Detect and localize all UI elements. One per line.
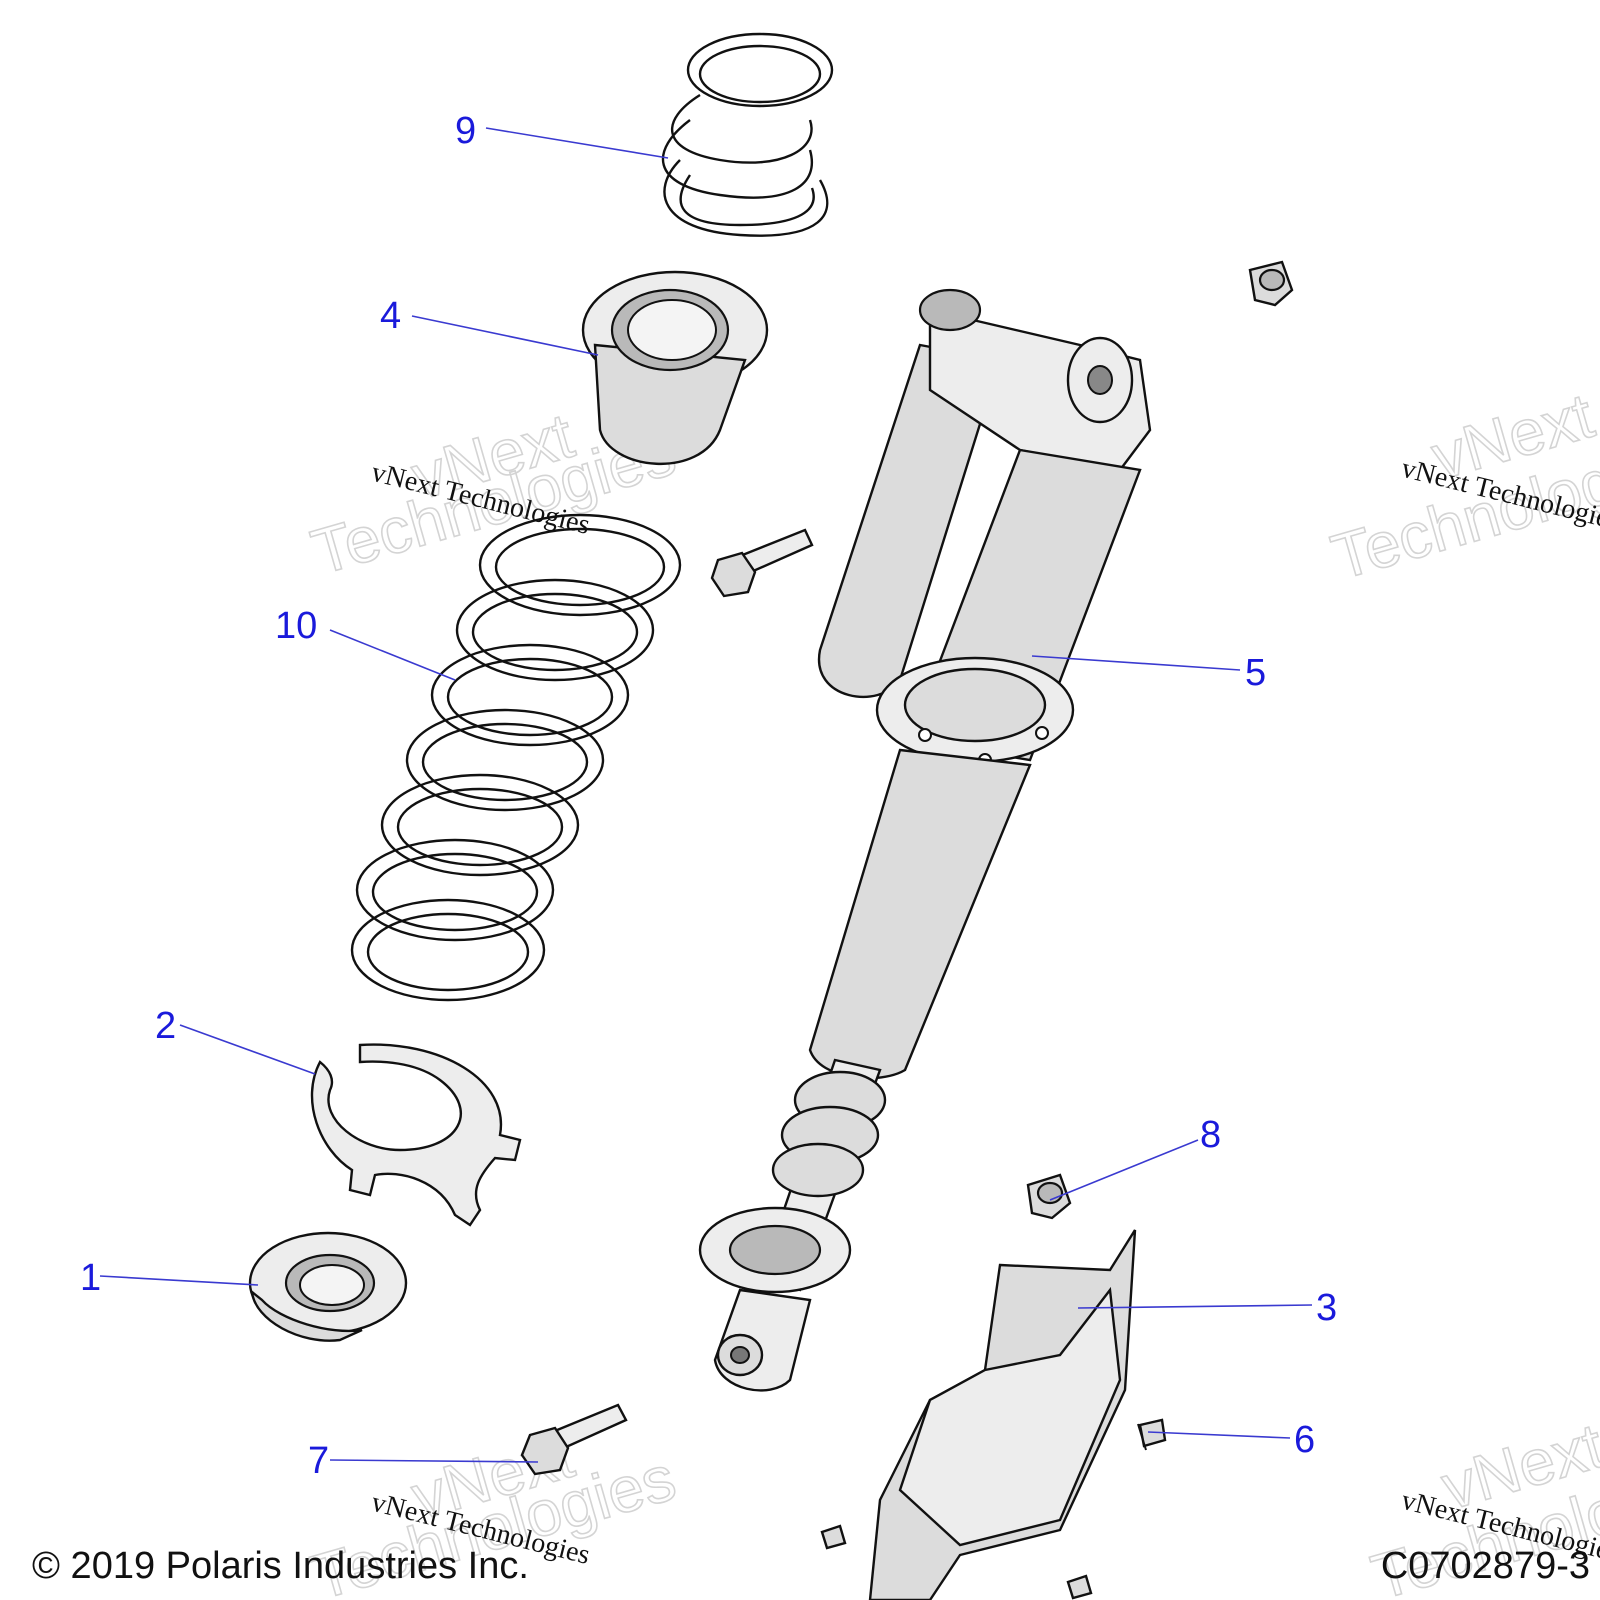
callout-6: 6: [1294, 1419, 1315, 1461]
shield-guard-part-3: [868, 1229, 1137, 1600]
callout-1: 1: [80, 1257, 101, 1299]
lower-spring-seat-part-1: [248, 1231, 408, 1342]
shock-absorber-part-5: [698, 288, 1152, 1392]
bolt-upper: [710, 528, 814, 598]
callout-3: 3: [1316, 1287, 1337, 1329]
callout-7: 7: [308, 1440, 329, 1482]
screw-bottom-center: [1066, 1574, 1093, 1600]
callout-9: 9: [455, 110, 476, 152]
retainer-clip-part-2: [310, 1043, 522, 1227]
spring-cup-part-4: [581, 270, 769, 465]
callout-8: 8: [1200, 1114, 1221, 1156]
callout-10: 10: [275, 605, 317, 647]
callout-5: 5: [1245, 652, 1266, 694]
screw-bottom-left: [820, 1524, 847, 1550]
watermark-right-top: Technologies vNext vNext Technologies: [1323, 378, 1600, 594]
nut-top-right: [1248, 260, 1294, 307]
leader-lines: [99, 127, 1313, 1463]
spring-upper-part-9: [661, 32, 834, 237]
callout-4: 4: [380, 295, 401, 337]
nut-part-8: [1026, 1173, 1072, 1220]
screw-part-6: [1137, 1418, 1167, 1451]
diagram-id: C0702879-3: [1381, 1545, 1590, 1587]
callout-2: 2: [155, 1005, 176, 1047]
spring-main-part-10: [350, 513, 682, 1002]
copyright-text: © 2019 Polaris Industries Inc.: [32, 1545, 529, 1587]
